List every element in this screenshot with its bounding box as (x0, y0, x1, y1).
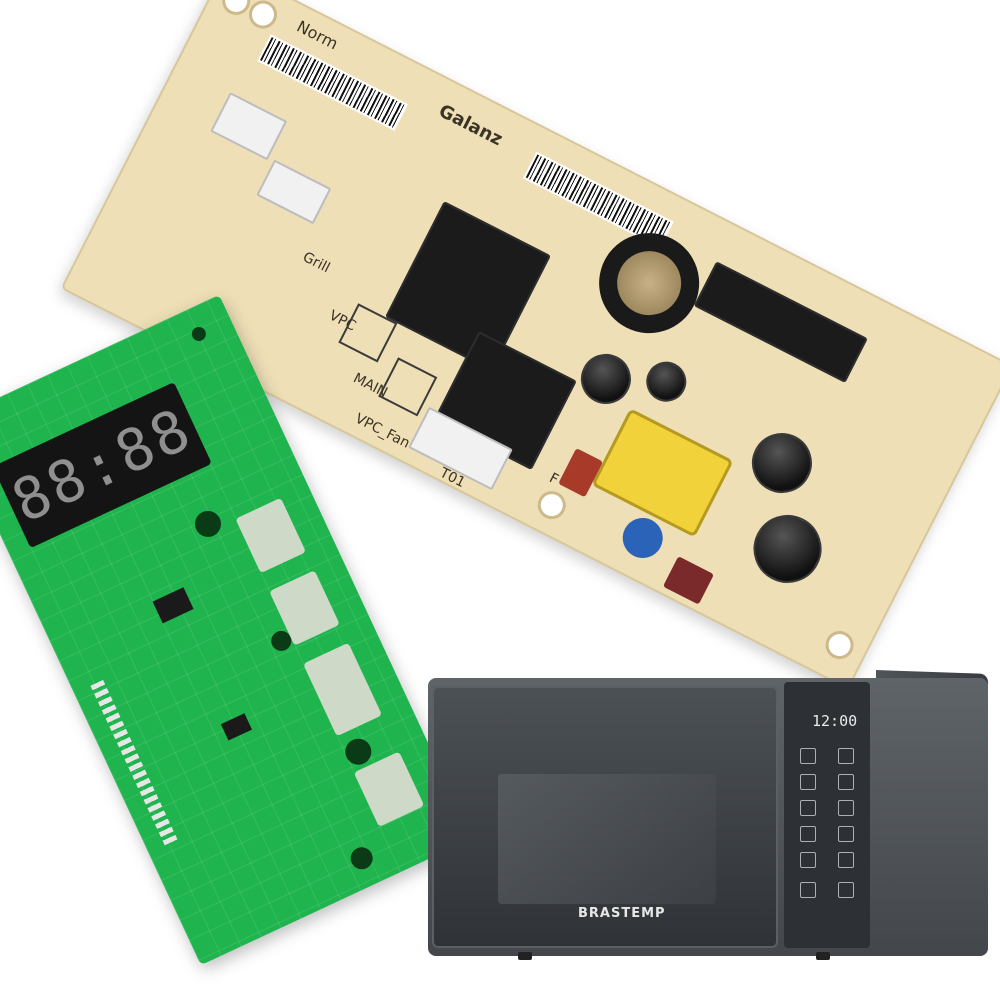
white-connector (210, 92, 288, 161)
microwave-foot (518, 952, 532, 960)
control-button (838, 800, 854, 816)
board-label-main: MAIN (350, 370, 391, 402)
microwave-window (498, 774, 716, 904)
mounting-hole (532, 486, 571, 524)
pin-header (90, 679, 180, 849)
seven-segment-display: 88:88 (0, 382, 212, 549)
control-button (800, 748, 816, 764)
relay-large (385, 201, 551, 372)
control-button (800, 774, 816, 790)
microwave-door (432, 686, 778, 948)
white-connector (256, 159, 332, 225)
board-label-f: F (546, 470, 561, 489)
mounting-hole (189, 324, 209, 344)
board-label-grill: Grill (300, 249, 333, 277)
resistor-block (558, 448, 604, 498)
control-button (838, 748, 854, 764)
ic-chip (220, 713, 253, 741)
capacitor (639, 354, 694, 409)
transformer (591, 408, 734, 538)
control-panel (784, 682, 870, 948)
control-button (838, 826, 854, 842)
start-button (838, 882, 854, 898)
film-capacitor (662, 556, 715, 605)
microwave-oven: BRASTEMP 12:00 (428, 668, 990, 966)
mounting-hole (244, 0, 282, 34)
brand-logo-brastemp: BRASTEMP (578, 906, 666, 921)
board-label-norm: Norm (293, 16, 342, 54)
capacitor (572, 345, 640, 413)
black-connector-header (693, 261, 868, 384)
clock-display: 12:00 (812, 712, 858, 730)
board-label-vpc-fan: VPC_Fan (352, 410, 413, 452)
piezo-buzzer (581, 215, 717, 351)
ic-chip (152, 587, 194, 624)
mounting-hole (347, 843, 377, 873)
control-button (800, 826, 816, 842)
brand-logo-galanz: Galanz (435, 100, 506, 151)
plus-button (838, 852, 854, 868)
stop-button (800, 882, 816, 898)
control-button (838, 774, 854, 790)
control-button (800, 800, 816, 816)
capacitor (741, 503, 834, 595)
capacitor (741, 422, 823, 504)
minus-button (800, 852, 816, 868)
touch-pad (235, 497, 307, 574)
microwave-foot (816, 952, 830, 960)
mounting-hole (820, 626, 859, 664)
mounting-hole (190, 506, 226, 542)
touch-pad (303, 642, 383, 737)
